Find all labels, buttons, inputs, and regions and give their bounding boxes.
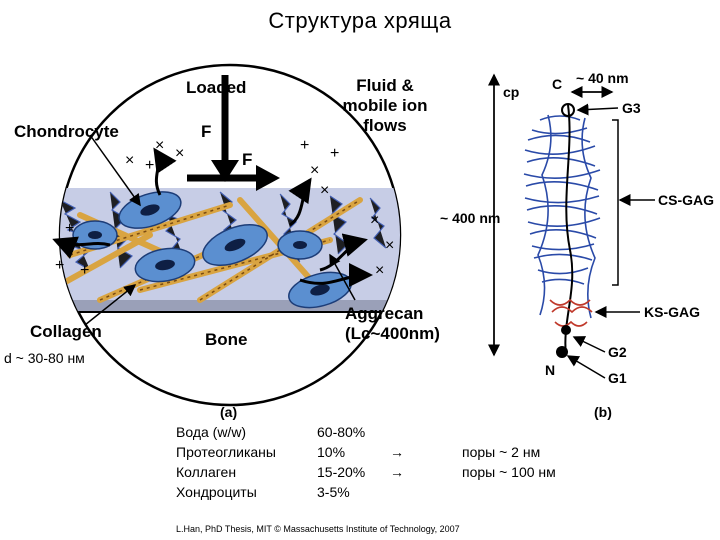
caption-a: (a) xyxy=(220,404,238,420)
fluid-label: Fluid & mobile ion flows xyxy=(330,76,440,136)
svg-text:+: + xyxy=(330,145,339,162)
g1-label: G1 xyxy=(608,370,627,386)
composition-arrows: → → xyxy=(390,422,404,482)
ks-gag-label: KS-GAG xyxy=(644,304,700,320)
svg-text:×: × xyxy=(385,237,394,254)
svg-text:×: × xyxy=(375,262,384,279)
g3-pointer xyxy=(576,103,619,116)
svg-text:+: + xyxy=(145,157,154,174)
collagen-label: Collagen xyxy=(30,322,102,341)
composition-value: 60-80% xyxy=(317,424,366,440)
svg-text:×: × xyxy=(320,182,329,199)
composition-name: Хондроциты xyxy=(176,484,257,500)
composition-arrow xyxy=(390,422,404,442)
width-label: ~ 40 nm xyxy=(576,70,629,86)
fluid-label-line3: flows xyxy=(363,116,407,135)
collagen-pointer xyxy=(84,284,137,326)
force-label-horizontal: F xyxy=(242,150,253,169)
composition-name: Вода (w/w) xyxy=(176,424,247,440)
citation: L.Han, PhD Thesis, MIT © Massachusetts I… xyxy=(176,524,460,534)
composition-arrow: → xyxy=(390,444,404,460)
aggrecan-label-line2: (Lc~400nm) xyxy=(345,324,440,343)
composition-note xyxy=(462,422,556,442)
composition-names: Вода (w/w) Протеогликаны Коллаген Хондро… xyxy=(176,422,276,502)
g3-label: G3 xyxy=(622,100,641,116)
length-label: ~ 400 nm xyxy=(440,210,501,226)
svg-text:×: × xyxy=(125,152,134,169)
force-label-vertical: F xyxy=(201,122,212,141)
aggrecan-label-line1: Aggrecan xyxy=(345,304,424,323)
composition-name: Коллаген xyxy=(176,464,237,480)
svg-text:+: + xyxy=(80,262,89,279)
fluid-label-line1: Fluid & xyxy=(356,76,414,95)
svg-text:×: × xyxy=(370,212,379,229)
bone-label: Bone xyxy=(205,330,248,349)
g2-domain xyxy=(561,325,571,335)
composition-name: Протеогликаны xyxy=(176,444,276,460)
ks-gag-region xyxy=(549,298,593,327)
composition-value: 15-20% xyxy=(317,464,366,480)
chondrocyte-label: Chondrocyte xyxy=(14,122,119,141)
fluid-label-line2: mobile ion xyxy=(342,96,428,115)
g3-domain xyxy=(561,103,575,117)
svg-text:×: × xyxy=(310,162,319,179)
loaded-label: Loaded xyxy=(186,78,247,97)
g1-domain xyxy=(556,346,568,358)
composition-arrow: → xyxy=(390,464,404,480)
aggrecan-label: Aggrecan (Lc~400nm) xyxy=(345,304,440,344)
cs-gag-bristles xyxy=(523,114,601,319)
composition-value: 10% xyxy=(317,444,346,460)
cs-gag-label: CS-GAG xyxy=(658,192,714,208)
page-title: Структура хряща xyxy=(268,8,452,33)
core-protein xyxy=(564,104,574,356)
svg-text:+: + xyxy=(55,257,64,274)
g2-pointer xyxy=(572,336,606,353)
g2-label: G2 xyxy=(608,344,627,360)
ion-symbols: ×+× ××+ +× +++ ××× xyxy=(55,137,394,279)
flow-arrows xyxy=(52,147,373,288)
svg-text:×: × xyxy=(155,137,164,154)
chondrocyte-pointer xyxy=(89,134,141,207)
composition-values: 60-80% 10% 15-20% 3-5% xyxy=(317,422,365,502)
svg-text:×: × xyxy=(175,145,184,162)
svg-text:+: + xyxy=(300,137,309,154)
aggrecan-pointer xyxy=(329,253,356,301)
cs-gag-bracket xyxy=(612,119,619,286)
composition-note: поры ~ 2 нм xyxy=(462,444,541,460)
svg-text:+: + xyxy=(65,220,74,237)
composition-notes: поры ~ 2 нм поры ~ 100 нм xyxy=(462,422,556,482)
cp-label: cp xyxy=(503,84,520,100)
caption-b: (b) xyxy=(594,404,612,420)
g1-pointer xyxy=(566,355,606,379)
n-terminus-label: N xyxy=(545,362,556,378)
composition-note: поры ~ 100 нм xyxy=(462,464,556,480)
diameter-note: d ~ 30-80 нм xyxy=(4,350,85,366)
composition-value: 3-5% xyxy=(317,484,350,500)
c-terminus-label: C xyxy=(552,76,563,92)
